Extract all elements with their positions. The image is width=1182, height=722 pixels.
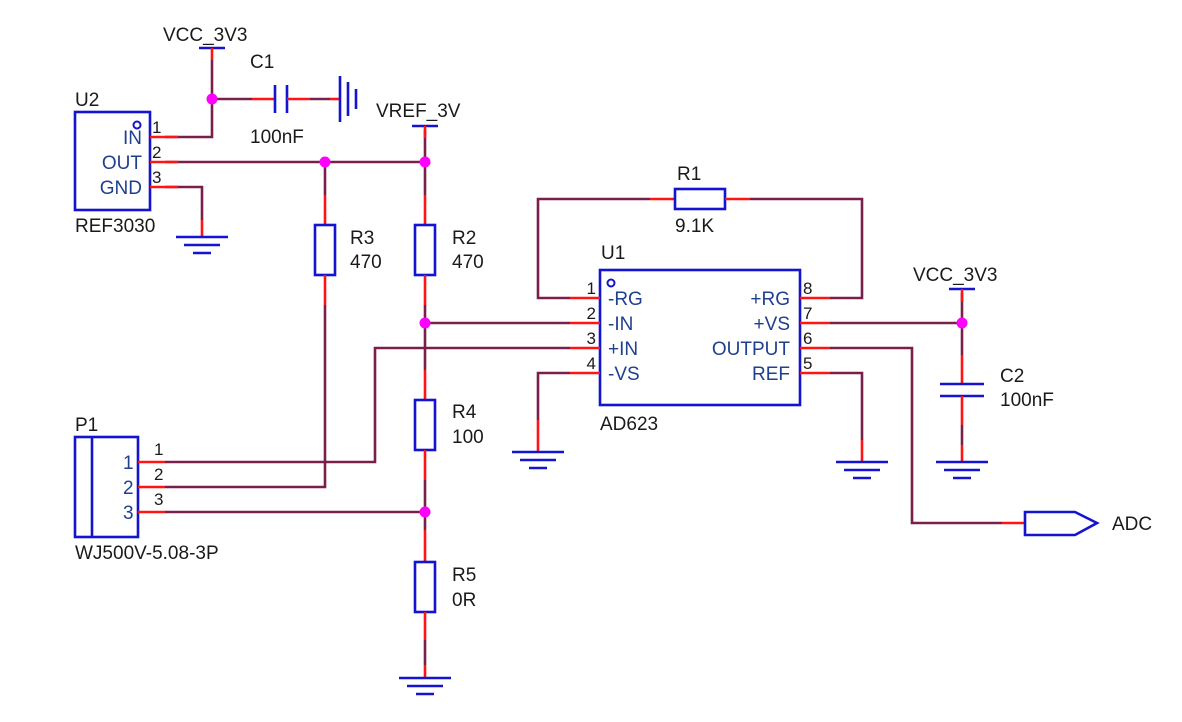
capacitor-c1[interactable]: C1 100nF xyxy=(250,52,310,148)
u1-value-label: AD623 xyxy=(600,414,658,435)
u1-pin-number: 1 xyxy=(587,279,596,298)
ground-symbol-u1-vs xyxy=(512,420,564,470)
adc-port[interactable]: ADC xyxy=(1002,510,1152,537)
adc-port-label: ADC xyxy=(1112,514,1152,535)
u1-pin-name: +VS xyxy=(754,314,790,335)
vcc-top-label: VCC_3V3 xyxy=(163,25,248,46)
u2-pin-number: 1 xyxy=(152,118,161,137)
p1-connector[interactable]: P1 WJ500V-5.08-3P 1 2 3 1 2 3 xyxy=(73,415,219,564)
u1-pin-name: OUTPUT xyxy=(712,339,791,360)
u2-pin-number: 2 xyxy=(152,143,161,162)
u1-pin-name: +IN xyxy=(608,339,638,360)
ground-symbol-u2 xyxy=(176,220,228,255)
r5-value-label: 0R xyxy=(452,590,476,611)
junction-dot xyxy=(319,156,331,168)
vcc-right-label: VCC_3V3 xyxy=(913,265,998,286)
u2-ref3030[interactable]: U2 REF3030 IN OUT GND 1 2 3 xyxy=(73,90,178,237)
u2-pin-number: 3 xyxy=(152,168,161,187)
r1-ref-label: R1 xyxy=(677,164,701,185)
u1-pin-number: 5 xyxy=(803,354,812,373)
resistor-r2[interactable]: R2 470 xyxy=(413,195,484,305)
p1-ref-label: P1 xyxy=(75,415,98,436)
vref-label: VREF_3V xyxy=(376,101,461,122)
junction-dot xyxy=(419,506,431,518)
junction-dot xyxy=(419,317,431,329)
junction-dot xyxy=(419,156,431,168)
r2-value-label: 470 xyxy=(452,252,484,273)
vcc-top-power-port[interactable]: VCC_3V3 xyxy=(163,25,248,60)
r3-ref-label: R3 xyxy=(350,228,374,249)
u2-pin-name: OUT xyxy=(102,153,143,174)
r4-value-label: 100 xyxy=(452,427,484,448)
p1-inner-pin-label: 2 xyxy=(123,478,134,499)
p1-pin-number: 3 xyxy=(154,490,163,509)
p1-inner-pin-label: 3 xyxy=(123,503,134,524)
r5-ref-label: R5 xyxy=(452,565,476,586)
ground-symbol-u1-ref xyxy=(836,440,888,480)
u1-pin-number: 8 xyxy=(803,279,812,298)
c1-ref-label: C1 xyxy=(250,52,274,73)
u1-pin-name: -IN xyxy=(608,314,633,335)
u1-pin-number: 6 xyxy=(803,329,812,348)
resistor-r3[interactable]: R3 470 xyxy=(313,195,382,305)
u1-pin-number: 7 xyxy=(803,304,812,323)
p1-inner-pin-label: 1 xyxy=(123,453,134,474)
u1-pin-number: 2 xyxy=(587,304,596,323)
p1-pin-number: 2 xyxy=(154,465,163,484)
c1-value-label: 100nF xyxy=(250,127,304,148)
u1-ad623[interactable]: U1 AD623 -RG -IN +IN -VS +RG +VS OUTPUT … xyxy=(570,243,830,435)
wires xyxy=(165,60,1002,665)
junctions xyxy=(206,93,968,518)
p1-value-label: WJ500V-5.08-3P xyxy=(75,543,219,564)
junction-dot xyxy=(956,317,968,329)
u1-pin-name: +RG xyxy=(750,289,790,310)
p1-pin-number: 1 xyxy=(154,440,163,459)
ground-symbol-c2 xyxy=(936,445,988,480)
ground-symbol-c1 xyxy=(330,76,358,122)
u2-pin-name: GND xyxy=(100,178,142,199)
capacitor-c2[interactable]: C2 100nF xyxy=(940,355,1054,425)
resistor-r1[interactable]: R1 9.1K xyxy=(650,164,750,237)
resistor-r4[interactable]: R4 100 xyxy=(413,370,484,480)
u1-pin-number: 3 xyxy=(587,329,596,348)
r4-ref-label: R4 xyxy=(452,402,477,423)
u2-value-label: REF3030 xyxy=(75,216,155,237)
r2-ref-label: R2 xyxy=(452,228,476,249)
r3-value-label: 470 xyxy=(350,252,382,273)
resistor-r5[interactable]: R5 0R xyxy=(413,530,476,640)
u1-pin-name: -RG xyxy=(608,289,643,310)
u1-pin-name: -VS xyxy=(608,364,640,385)
c2-ref-label: C2 xyxy=(1000,366,1024,387)
u1-pin-number: 4 xyxy=(587,354,596,373)
u1-pin-name: REF xyxy=(752,364,790,385)
u2-pin-name: IN xyxy=(123,128,142,149)
ground-symbol-r5 xyxy=(399,665,451,696)
u2-ref-label: U2 xyxy=(75,90,99,111)
junction-dot xyxy=(206,93,218,105)
vref-power-port[interactable]: VREF_3V xyxy=(376,101,461,138)
vcc-right-power-port[interactable]: VCC_3V3 xyxy=(913,265,998,302)
u1-ref-label: U1 xyxy=(601,243,625,264)
c2-value-label: 100nF xyxy=(1000,390,1054,411)
r1-value-label: 9.1K xyxy=(675,216,714,237)
